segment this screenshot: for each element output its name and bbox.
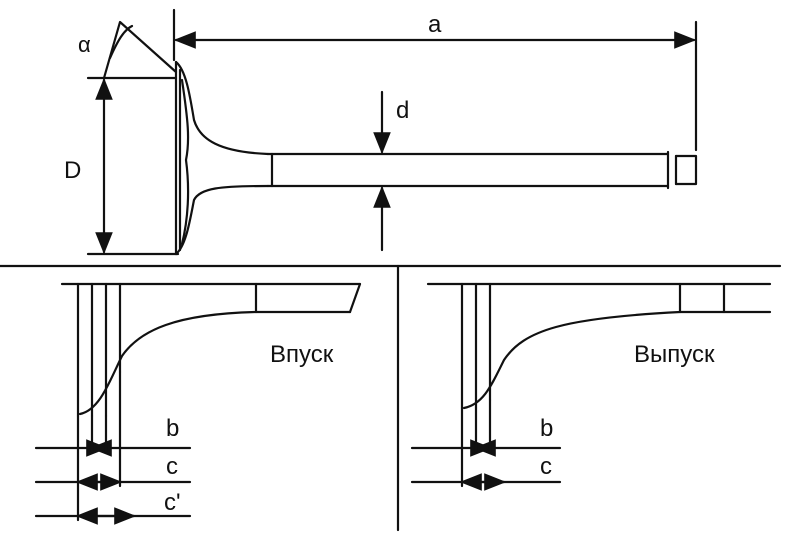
label-c-prime: c' [164,489,181,516]
label-c-exhaust: c [540,453,552,480]
label-d: d [396,97,409,124]
label-alpha: α [78,32,91,57]
valve-side-view [86,60,698,256]
angle-alpha [102,20,178,80]
label-D: D [64,157,81,184]
label-b-intake: b [166,415,179,442]
dimension-D [86,76,178,255]
exhaust-dimensions [410,398,562,491]
label-b-exhaust: b [540,415,553,442]
label-intake: Впуск [270,341,334,368]
intake-valve-detail [60,282,362,418]
dimension-a [172,8,698,152]
label-a: a [428,11,442,38]
label-exhaust: Выпуск [634,341,715,368]
intake-dimensions [34,370,192,525]
label-c-intake: c [166,453,178,480]
exhaust-valve-detail [426,282,772,410]
